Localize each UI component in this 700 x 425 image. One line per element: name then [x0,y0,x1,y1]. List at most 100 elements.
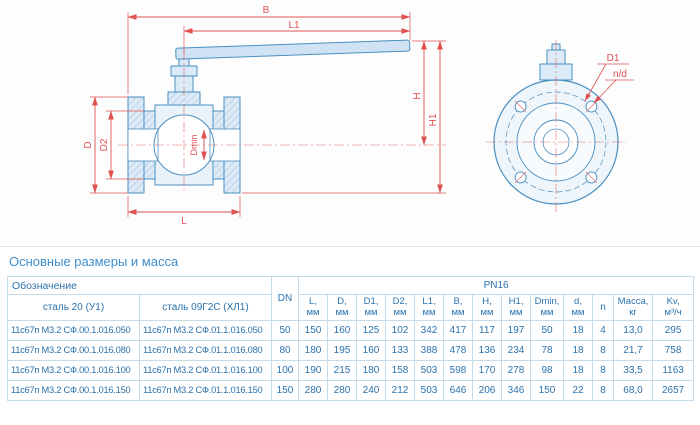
dn-cell: 80 [271,339,300,361]
value-cell: 1163 [652,359,695,381]
value-cell: 18 [563,339,594,361]
col-unit: мм [335,307,349,319]
header-row-top: Обозначение DN PN16 [6,276,695,321]
value-cell: 18 [563,319,594,341]
dn-cell: 150 [271,379,300,401]
col-header-dmin: Dmin, мм [530,294,565,321]
designation-header: Обозначение [6,276,273,295]
value-cell: 18 [563,359,594,381]
col-header-d-small: d, мм [563,294,594,321]
col-header-d: D, мм [327,294,358,321]
value-cell: 2657 [652,379,695,401]
steel-09g2s-header: сталь 09Г2С (ХЛ1) [138,294,273,321]
value-cell: 170 [472,359,503,381]
col-header-d1: D1, мм [356,294,387,321]
dim-label-dmin: Dmin [189,134,199,155]
dim-label-d2: D2 [99,138,110,151]
col-unit: мм [422,307,436,319]
col-label: D2, [392,296,408,307]
col-header-h1: H1, мм [501,294,532,321]
value-cell: 125 [356,319,387,341]
dim-label-l1: L1 [288,20,300,31]
col-label: Kv, [666,296,680,307]
value-cell: 4 [592,319,615,341]
value-cell: 180 [356,359,387,381]
col-unit: мм [540,307,554,319]
value-cell: 136 [472,339,503,361]
side-section-view [127,39,411,194]
col-header-n: n [592,294,615,321]
value-cell: 8 [592,359,615,381]
valve-technical-drawing: B L1 D D2 Dmin L H H1 [83,5,634,227]
pn-group-header: PN16 [298,276,695,295]
value-cell: 150 [530,379,565,401]
dn-header: DN [271,276,300,321]
value-cell: 280 [298,379,329,401]
col-header-d2: D2, мм [385,294,416,321]
value-cell: 21,7 [613,339,654,361]
col-unit: мм [393,307,407,319]
col-label: L, [309,296,317,307]
dim-label-d1: D1 [607,53,620,64]
value-cell: 190 [298,359,329,381]
value-cell: 68,0 [613,379,654,401]
value-cell: 240 [356,379,387,401]
designation-hl1-cell: 11с67п М3.2 СФ.01.1.016.150 [138,379,273,401]
dim-label-l: L [181,216,187,227]
value-cell: 102 [385,319,416,341]
value-cell: 150 [298,319,329,341]
value-cell: 278 [501,359,532,381]
dn-cell: 50 [271,319,300,341]
valve-drawing-svg: B L1 D D2 Dmin L H H1 [83,5,634,227]
value-cell: 478 [443,339,474,361]
value-cell: 388 [414,339,445,361]
value-cell: 78 [530,339,565,361]
col-label: D, [337,296,347,307]
dim-label-n-d: n/d [613,69,627,80]
value-cell: 50 [530,319,565,341]
value-cell: 206 [472,379,503,401]
designation-u1-cell: 11с67п М3.2 СФ.00.1.016.150 [7,379,140,401]
value-cell: 280 [327,379,358,401]
designation-hl1-cell: 11с67п М3.2 СФ.01.1.016.050 [138,319,273,341]
col-header-mass: Масса, кг [613,294,654,321]
dim-label-d: D [83,141,94,148]
col-unit: мм [451,307,465,319]
steel-20-header: сталь 20 (У1) [7,294,140,321]
value-cell: 13,0 [613,319,654,341]
value-cell: 215 [327,359,358,381]
designation-u1-cell: 11с67п М3.2 СФ.00.1.016.050 [7,319,140,341]
value-cell: 22 [563,379,594,401]
value-cell: 133 [385,339,416,361]
dim-label-h: H [412,92,423,99]
col-label: H1, [508,296,524,307]
value-cell: 598 [443,359,474,381]
value-cell: 346 [501,379,532,401]
col-unit: м³/ч [664,307,682,319]
col-unit: мм [509,307,523,319]
section-title: Основные размеры и масса [9,254,179,269]
header-row-columns: сталь 20 (У1) сталь 09Г2С (ХЛ1) L, мм D,… [7,294,695,321]
value-cell: 503 [414,359,445,381]
dim-label-b: B [263,5,270,16]
col-header-l1: L1, мм [414,294,445,321]
value-cell: 117 [472,319,503,341]
col-unit: кг [629,307,637,319]
col-label: Масса, [617,296,649,307]
value-cell: 8 [592,379,615,401]
col-unit: мм [306,307,320,319]
dn-cell: 100 [271,359,300,381]
col-label: d, [574,296,582,307]
side-view-dimensions: B L1 D D2 Dmin L H H1 [83,5,446,227]
value-cell: 417 [443,319,474,341]
value-cell: 195 [327,339,358,361]
value-cell: 758 [652,339,695,361]
value-cell: 98 [530,359,565,381]
value-cell: 503 [414,379,445,401]
col-label: B, [453,296,463,307]
col-label: D1, [363,296,379,307]
end-view-centerlines [486,40,626,212]
value-cell: 160 [356,339,387,361]
